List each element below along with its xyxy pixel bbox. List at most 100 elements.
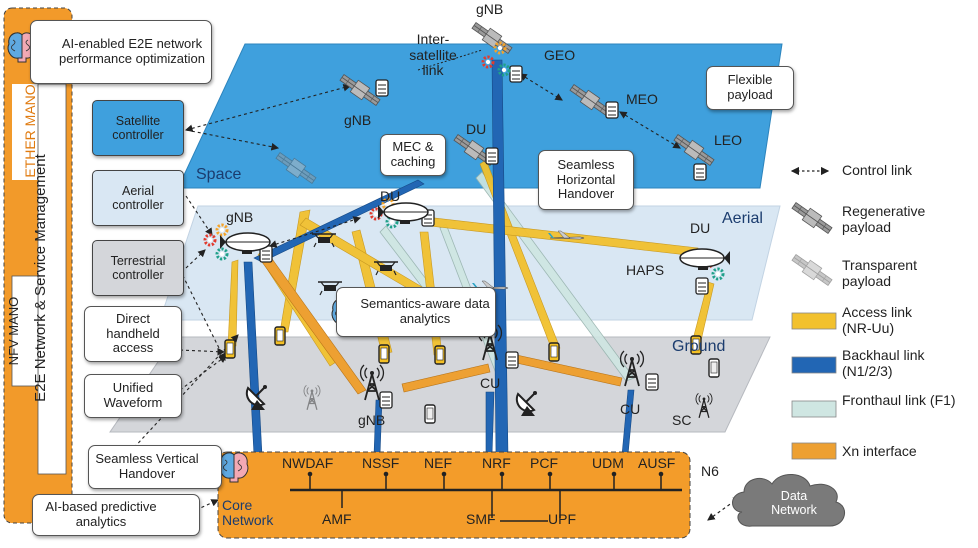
intersat-link [417, 49, 483, 71]
legend-fronthaul-label: Fronthaul link (F1) [842, 392, 956, 408]
core-panel [217, 451, 691, 539]
seamless-horizontal-box: Seamless Horizontal Handover [538, 150, 634, 210]
gnb-ground-label: gNB [358, 412, 386, 428]
nfv-mano-label: NFV MANO [6, 296, 21, 366]
core-function-nwdaf: NWDAF [282, 455, 334, 471]
terrestrial-controller-text: Terrestrial controller [110, 253, 166, 282]
e2e-management-label: E2E Network & Service Management [32, 154, 49, 402]
data-network-cloud [732, 474, 845, 527]
core-function-dot [547, 471, 553, 477]
leo-label: LEO [714, 132, 743, 148]
semantics-box: Semantics-aware data analytics [336, 287, 496, 337]
semantics-text: Semantics-aware data analytics [360, 296, 490, 326]
seamless-vertical-text: Seamless Vertical Handover [95, 451, 199, 481]
mec-caching-box: MEC & caching [380, 134, 446, 176]
legend-access-label: Access link (NR-Uu) [842, 304, 913, 336]
flexible-payload-box: Flexible payload [706, 66, 794, 110]
data-network-label: Data Network [771, 489, 817, 517]
mec-caching-text: MEC & caching [390, 139, 436, 169]
gear-orange-icon [215, 223, 229, 237]
server-haps-icon [695, 277, 709, 295]
gear-green-icon [215, 247, 229, 261]
space-layer-label: Space [196, 166, 242, 183]
intersat-label: Inter-satellite link [409, 31, 457, 79]
direct-handheld-text: Direct handheld access [106, 310, 160, 356]
server-gnb-ground-icon [379, 391, 393, 409]
ai-optimization-text: AI-enabled E2E network performance optim… [59, 36, 205, 66]
core-function-nrf: NRF [482, 455, 511, 471]
handset-icon [708, 358, 720, 378]
server-cu-right-icon [645, 373, 659, 391]
legend-regenerative-swatch [789, 199, 835, 237]
space-plane [177, 43, 783, 189]
unified-waveform-box: Unified Waveform [84, 374, 182, 418]
handset-yellow-icon [548, 342, 560, 362]
terrestrial-controller: Terrestrial controller [92, 240, 184, 296]
core-function-dot [307, 471, 313, 477]
handset-yellow-icon [434, 345, 446, 365]
xn-links [261, 255, 623, 395]
cu-center-label: CU [480, 375, 501, 391]
smf-label: SMF [466, 511, 496, 527]
amf-label: AMF [322, 511, 352, 527]
seamless-horizontal-text: Seamless Horizontal Handover [556, 156, 616, 202]
meo-label: MEO [626, 91, 658, 107]
ai-predictive-text: AI-based predictive analytics [45, 499, 157, 529]
core-function-dot [658, 471, 664, 477]
direct-handheld-box: Direct handheld access [84, 306, 182, 362]
core-function-ausf: AUSF [638, 455, 676, 471]
aerial-layer-label: Aerial [722, 210, 763, 227]
server-gnb-space-icon [375, 79, 389, 97]
cu-right-label: CU [620, 401, 641, 417]
upf-label: UPF [548, 511, 576, 527]
ai-predictive-box: AI-based predictive analytics [32, 494, 200, 536]
legend-fronthaul-swatch [791, 400, 837, 418]
handset-yellow-icon [274, 326, 286, 346]
legend-transparent-swatch [789, 251, 835, 289]
gear-orange-icon [493, 41, 507, 55]
server-leo-icon [693, 163, 707, 181]
legend-access-swatch [791, 312, 837, 330]
core-function-nef: NEF [424, 455, 452, 471]
core-function-dot [499, 471, 505, 477]
core-function-udm: UDM [592, 455, 624, 471]
gear-red-icon [203, 233, 217, 247]
server-cu-center-icon [505, 351, 519, 369]
du-right-label: DU [690, 220, 711, 236]
sc-label: SC [672, 412, 692, 428]
satellite-controller-text: Satellite controller [112, 113, 164, 142]
unified-waveform-text: Unified Waveform [103, 380, 163, 410]
satellite-controller: Satellite controller [92, 100, 184, 156]
legend-backhaul-label: Backhaul link (N1/2/3) [842, 347, 925, 379]
aerial-controller: Aerial controller [92, 170, 184, 226]
handset-icon [424, 404, 436, 424]
gnb-aerial-label: gNB [226, 209, 254, 225]
handset-yellow-icon [224, 339, 236, 359]
geo-label: GEO [544, 47, 576, 63]
core-function-dot [383, 471, 389, 477]
seamless-vertical-box: Seamless Vertical Handover [88, 445, 222, 489]
n6-label: N6 [701, 463, 719, 479]
haps-label: HAPS [626, 262, 665, 278]
core-function-dot [441, 471, 447, 477]
du-space-label: DU [466, 121, 487, 137]
gear-green-icon [497, 63, 511, 77]
legend-control-label: Control link [842, 162, 913, 178]
du-center-label: DU [380, 188, 401, 204]
nfv-mano-box [11, 275, 39, 387]
gear-green-icon [711, 267, 725, 281]
core-function-dot [611, 471, 617, 477]
legend-xn-label: Xn interface [842, 443, 917, 459]
server-meo-icon [605, 101, 619, 119]
core-function-nssf: NSSF [362, 455, 400, 471]
aerial-controller-text: Aerial controller [112, 183, 164, 212]
legend-backhaul-swatch [791, 356, 837, 374]
flexible-payload-text: Flexible payload [727, 72, 773, 102]
e2e-management-box [37, 83, 67, 475]
gnb-top-label: gNB [476, 1, 504, 17]
legend-xn-swatch [791, 442, 837, 460]
server-du-space-icon [485, 147, 499, 165]
gnb-meo-label: gNB [344, 112, 372, 128]
